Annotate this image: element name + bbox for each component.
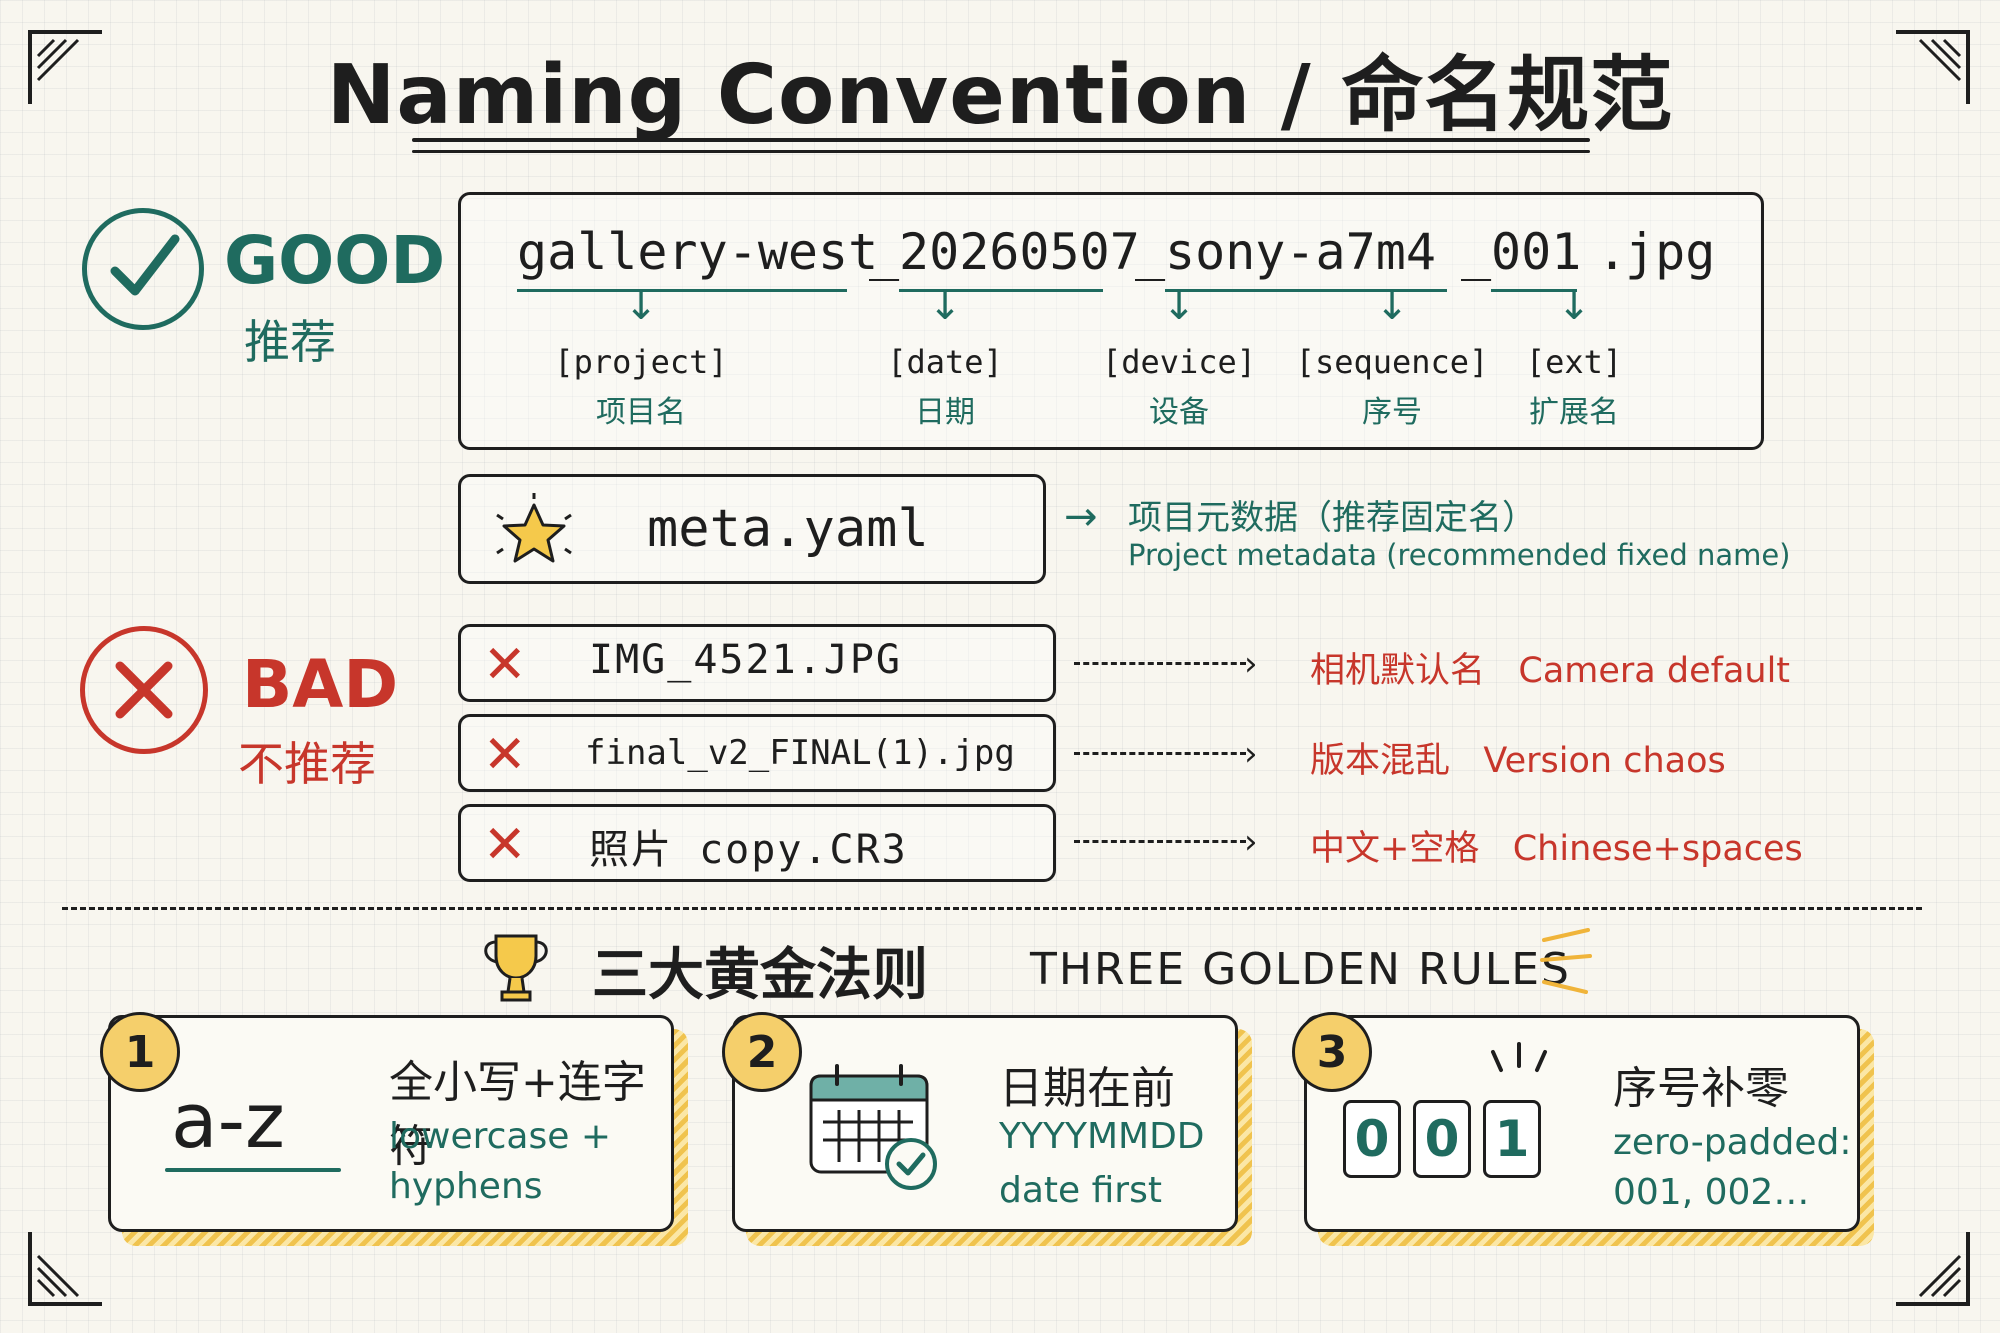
rule-desc-line1: YYYYMMDD bbox=[999, 1116, 1205, 1157]
bad-filename: IMG_4521.JPG bbox=[589, 637, 902, 683]
rule-title-zh: 全小写+连字符 bbox=[389, 1057, 646, 1172]
filename-sequence: 001 bbox=[1491, 223, 1582, 281]
arrow-head-icon: › bbox=[1244, 822, 1258, 862]
bad-filename: final_v2_FINAL(1).jpg bbox=[585, 733, 1015, 773]
arrow-down-icon: ↓ bbox=[1375, 283, 1409, 329]
rule-desc-line2: hyphens bbox=[389, 1166, 543, 1207]
segment-underline bbox=[1491, 289, 1577, 292]
trophy-icon bbox=[484, 934, 548, 1002]
bad-label: BAD bbox=[242, 646, 399, 723]
corner-bottom-right bbox=[1896, 1232, 1970, 1306]
x-icon: ✕ bbox=[483, 815, 527, 875]
arrow-right-icon: → bbox=[1064, 494, 1098, 540]
rule-card-3: 0 0 1 序号补零 zero-padded: 001, 002… bbox=[1304, 1015, 1860, 1232]
meta-filename: meta.yaml bbox=[647, 499, 929, 559]
section-divider bbox=[62, 907, 1922, 910]
corner-top-left bbox=[28, 30, 102, 104]
good-label-zh: 推荐 bbox=[244, 315, 336, 369]
bad-filename-box: ✕ final_v2_FINAL(1).jpg bbox=[458, 714, 1056, 792]
corner-bottom-left bbox=[28, 1232, 102, 1306]
title-underline-2 bbox=[412, 150, 1590, 153]
title-underline bbox=[412, 138, 1590, 142]
x-circle-icon bbox=[80, 626, 208, 754]
digit-tile: 1 bbox=[1483, 1100, 1541, 1178]
segment-underline bbox=[517, 289, 847, 292]
spark-lines-icon bbox=[1491, 1042, 1547, 1072]
arrow-down-icon: ↓ bbox=[928, 283, 962, 329]
az-underline bbox=[165, 1168, 341, 1172]
sparkle-icon bbox=[1540, 928, 1592, 994]
dashed-arrow bbox=[1074, 840, 1246, 843]
filename-ext: jpg bbox=[1625, 223, 1716, 281]
segment-label-ext: [ext] 扩展名 bbox=[1525, 343, 1623, 430]
page-title: Naming Convention / 命名规范 bbox=[326, 48, 1674, 143]
bad-note: 中文+空格 Chinese+spaces bbox=[1310, 829, 1803, 869]
az-visual: a-z bbox=[171, 1076, 285, 1165]
segment-underline bbox=[899, 289, 1103, 292]
rule-desc-line1: lowercase + bbox=[389, 1116, 611, 1157]
filename-date: 20260507 bbox=[899, 223, 1140, 281]
x-icon: ✕ bbox=[483, 635, 527, 695]
meta-note-zh: 项目元数据（推荐固定名） bbox=[1128, 498, 1536, 538]
rule-card-2: 日期在前 YYYYMMDD date first bbox=[732, 1015, 1238, 1232]
arrow-down-icon: ↓ bbox=[1162, 283, 1196, 329]
digit-tile: 0 bbox=[1343, 1100, 1401, 1178]
rule-number-badge: 1 bbox=[100, 1012, 180, 1092]
rule-desc-line1: zero-padded: bbox=[1613, 1122, 1852, 1163]
bad-note: 相机默认名 Camera default bbox=[1310, 651, 1791, 691]
filename-sep: _ bbox=[1461, 223, 1492, 281]
dashed-arrow bbox=[1074, 662, 1246, 665]
meta-note-en: Project metadata (recommended fixed name… bbox=[1128, 538, 1791, 572]
rule-title-zh: 序号补零 bbox=[1613, 1063, 1789, 1114]
check-circle-icon bbox=[82, 208, 204, 330]
rule-card-1: a-z 全小写+连字符 lowercase + hyphens bbox=[108, 1015, 674, 1232]
segment-label-device: [device] 设备 bbox=[1101, 343, 1257, 430]
rule-desc-line2: date first bbox=[999, 1170, 1162, 1211]
bad-filename-box: ✕ IMG_4521.JPG bbox=[458, 624, 1056, 702]
rule-desc-line2: 001, 002… bbox=[1613, 1172, 1810, 1213]
arrow-down-icon: ↓ bbox=[624, 283, 658, 329]
arrow-head-icon: › bbox=[1244, 734, 1258, 774]
bad-filename: 照片 copy.CR3 bbox=[589, 827, 908, 873]
digit-tile: 0 bbox=[1413, 1100, 1471, 1178]
rule-title-zh: 日期在前 bbox=[999, 1063, 1175, 1114]
arrow-head-icon: › bbox=[1244, 644, 1258, 684]
rules-title-en: THREE GOLDEN RULES bbox=[1030, 944, 1571, 995]
arrow-down-icon: ↓ bbox=[1557, 283, 1591, 329]
meta-file-box: meta.yaml bbox=[458, 474, 1046, 584]
rule-number-badge: 3 bbox=[1292, 1012, 1372, 1092]
filename-project: gallery-west bbox=[517, 223, 879, 281]
rule-number-badge: 2 bbox=[722, 1012, 802, 1092]
bad-filename-box: ✕ 照片 copy.CR3 bbox=[458, 804, 1056, 882]
calendar-check-icon bbox=[809, 1064, 937, 1190]
star-icon bbox=[496, 493, 572, 563]
filename-device: sony-a7m4 bbox=[1165, 223, 1436, 281]
segment-label-date: [date] 日期 bbox=[887, 343, 1003, 430]
x-icon: ✕ bbox=[483, 725, 527, 785]
good-label: GOOD bbox=[224, 222, 446, 299]
corner-top-right bbox=[1896, 30, 1970, 104]
filename-sep: _ bbox=[869, 223, 900, 281]
filename-sep: _ bbox=[1135, 223, 1166, 281]
dashed-arrow bbox=[1074, 752, 1246, 755]
segment-underline bbox=[1165, 289, 1447, 292]
good-filename-box: gallery-west _ 20260507 _ sony-a7m4 _ 00… bbox=[458, 192, 1764, 450]
segment-label-sequence: [sequence] 序号 bbox=[1295, 343, 1489, 430]
bad-note: 版本混乱 Version chaos bbox=[1310, 741, 1726, 781]
rules-title-zh: 三大黄金法则 bbox=[592, 943, 928, 1008]
segment-label-project: [project] 项目名 bbox=[554, 343, 728, 430]
good-filename: gallery-west _ 20260507 _ sony-a7m4 _ 00… bbox=[517, 223, 1717, 293]
bad-label-zh: 不推荐 bbox=[238, 737, 376, 791]
filename-dot: . bbox=[1597, 223, 1628, 281]
